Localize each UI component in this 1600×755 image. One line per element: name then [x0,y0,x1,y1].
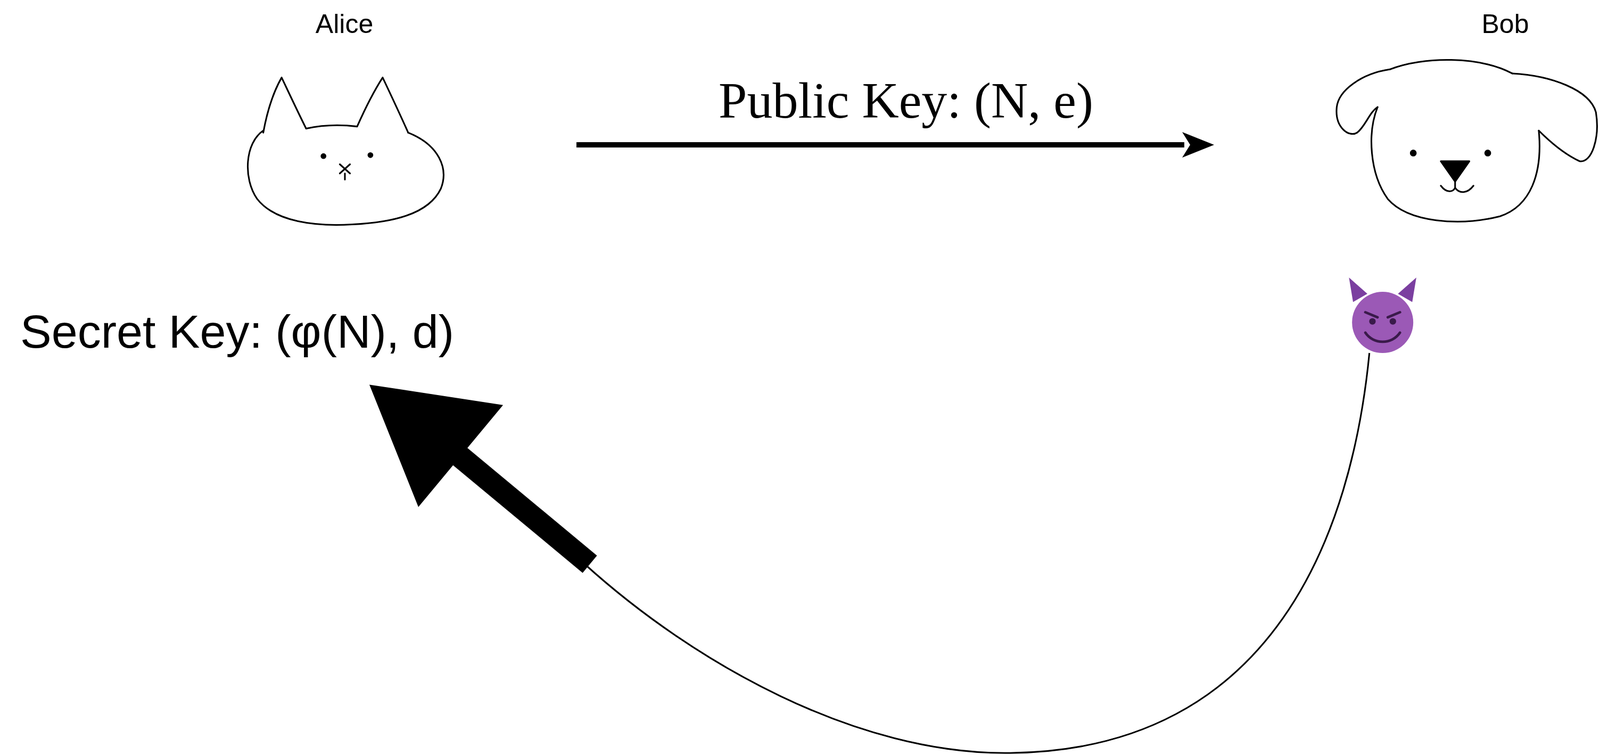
dog-drawing [1336,59,1597,222]
bob-node: Bob [1335,9,1595,225]
edge-label: Public Key: (N, e) [715,72,1097,129]
secret-key-label: Secret Key: (φ(N), d) [20,304,455,359]
cat-drawing [247,77,444,226]
node-name: Alice [315,9,374,39]
devil-icon [1348,277,1417,353]
public-key-arrow [576,132,1215,158]
node-name: Bob [1481,9,1530,39]
attack-arrow [369,352,1370,753]
alice-node: Alice [244,9,444,225]
